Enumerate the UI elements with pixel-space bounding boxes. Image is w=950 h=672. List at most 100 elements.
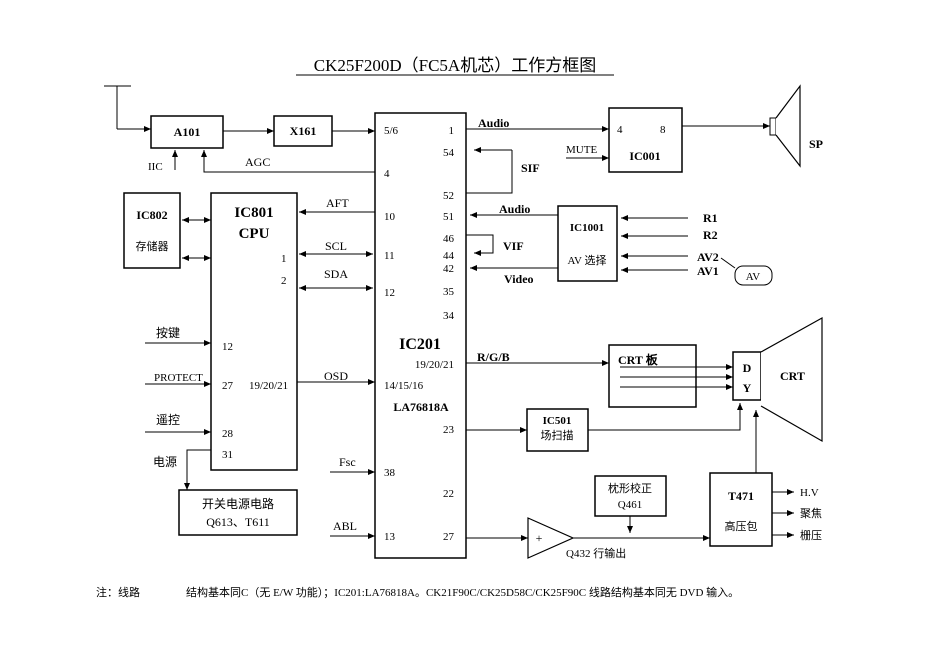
focus-label: 聚焦 bbox=[800, 507, 822, 520]
ic201-pin-27: 27 bbox=[443, 531, 455, 543]
ic801-pin-31: 31 bbox=[222, 449, 233, 461]
ic001-pin-4: 4 bbox=[617, 124, 623, 136]
ic501-sub: 场扫描 bbox=[541, 428, 574, 442]
ic801-name: IC801 bbox=[234, 205, 273, 221]
ic201-pin-10: 10 bbox=[384, 211, 396, 223]
ic201-pin-35: 35 bbox=[443, 286, 455, 298]
note-label: 注：线路 bbox=[96, 585, 140, 599]
ic001-pin-8: 8 bbox=[660, 124, 666, 136]
crt-tube-icon bbox=[760, 316, 823, 443]
ic201-pin-42: 42 bbox=[443, 263, 454, 275]
dy-d: D bbox=[743, 361, 752, 375]
fsc-label: Fsc bbox=[339, 455, 356, 469]
ic801-pin-28: 28 bbox=[222, 428, 234, 440]
ic201-pin-1: 1 bbox=[449, 125, 455, 137]
crt-label: CRT bbox=[780, 369, 805, 383]
ic801-sub: CPU bbox=[239, 226, 270, 242]
power-in-label: 电源 bbox=[153, 455, 177, 469]
pincushion-line2: Q461 bbox=[618, 499, 642, 511]
ic201-pin-14-15-16: 14/15/16 bbox=[384, 380, 424, 392]
sif-loop bbox=[466, 150, 513, 194]
ic801-pin-12: 12 bbox=[222, 341, 233, 353]
screen-label: 栅压 bbox=[800, 528, 822, 542]
video-label: Video bbox=[504, 272, 534, 286]
agc-label: AGC bbox=[245, 155, 270, 169]
ic501-name: IC501 bbox=[543, 415, 572, 427]
ic001-label: IC001 bbox=[629, 149, 660, 163]
mute-label: MUTE bbox=[566, 144, 597, 156]
t471-block bbox=[709, 472, 773, 547]
vif-loop bbox=[466, 234, 494, 256]
ic001-block bbox=[608, 107, 683, 173]
crt-board-label: CRT 板 bbox=[618, 352, 659, 367]
protect-label: PROTECT bbox=[154, 372, 203, 384]
power-supply-line1: 开关电源电路 bbox=[202, 496, 274, 511]
ic501-block bbox=[526, 408, 589, 452]
crt-board-block bbox=[608, 344, 697, 408]
ic201-pin-13: 13 bbox=[384, 531, 396, 543]
q432-amplifier-icon bbox=[527, 517, 575, 559]
ic201-pin-51: 51 bbox=[443, 211, 454, 223]
ic501-to-dy bbox=[588, 403, 743, 431]
a101-block bbox=[150, 115, 224, 149]
ic201-pin-46: 46 bbox=[443, 233, 455, 245]
sda-label: SDA bbox=[324, 267, 348, 281]
ic201-pin-11: 11 bbox=[384, 250, 395, 262]
r2-label: R2 bbox=[703, 228, 718, 242]
ic802-name: IC802 bbox=[136, 208, 167, 222]
ic201-pin-5-6: 5/6 bbox=[384, 125, 399, 137]
ic801-block bbox=[210, 192, 298, 471]
iic-label: IIC bbox=[148, 161, 163, 173]
sp-label: SP bbox=[809, 137, 823, 151]
av-bubble-label: AV bbox=[746, 271, 761, 283]
t471-sub: 高压包 bbox=[725, 519, 758, 533]
ic1001-block bbox=[557, 205, 618, 282]
ic201-block bbox=[374, 112, 467, 559]
ic201-pin-12: 12 bbox=[384, 287, 395, 299]
sif-label: SIF bbox=[521, 161, 540, 175]
audio-out-label: Audio bbox=[478, 116, 509, 130]
ic201-pin-54: 54 bbox=[443, 147, 455, 159]
abl-label: ABL bbox=[333, 519, 357, 533]
ic1001-name: IC1001 bbox=[570, 222, 604, 234]
ic201-name: IC201 bbox=[399, 336, 441, 353]
agc-line bbox=[201, 150, 375, 173]
power-supply-block bbox=[178, 489, 298, 536]
note-text: 结构基本同C（无 E/W 功能）；IC201:LA76818A。CK21F90C… bbox=[186, 585, 739, 599]
ic201-pin-44: 44 bbox=[443, 250, 455, 262]
aft-label: AFT bbox=[326, 196, 349, 210]
av-bubble-pointer bbox=[720, 257, 736, 269]
osd-label: OSD bbox=[324, 369, 348, 383]
ic201-part: LA76818A bbox=[393, 400, 449, 414]
ic801-to-power bbox=[184, 449, 211, 490]
dy-y: Y bbox=[743, 381, 752, 395]
hv-label: H.V bbox=[800, 487, 819, 499]
diagram-title: CK25F200D（FC5A机芯）工作方框图 bbox=[314, 56, 596, 75]
ic802-block bbox=[123, 192, 181, 269]
ic802-sub: 存储器 bbox=[136, 239, 169, 253]
power-supply-line2: Q613、T611 bbox=[206, 515, 270, 529]
a101-label: A101 bbox=[174, 125, 201, 139]
keys-label: 按键 bbox=[156, 326, 180, 340]
av1-label: AV1 bbox=[697, 264, 719, 278]
ic201-pin-19-20-21: 19/20/21 bbox=[415, 359, 454, 371]
ic201-pin-38: 38 bbox=[384, 467, 396, 479]
ic1001-sub: AV 选择 bbox=[567, 253, 606, 267]
dy-block bbox=[732, 351, 762, 401]
ic201-pin-34: 34 bbox=[443, 310, 455, 322]
scl-label: SCL bbox=[325, 239, 347, 253]
ic801-pin-2: 2 bbox=[281, 275, 287, 287]
ic201-pin-4: 4 bbox=[384, 168, 390, 180]
r1-label: R1 bbox=[703, 211, 718, 225]
q432-label: Q432 行输出 bbox=[566, 546, 626, 560]
q432-plus: + bbox=[536, 531, 543, 545]
t471-name: T471 bbox=[728, 489, 754, 503]
audio-in-label: Audio bbox=[499, 202, 530, 216]
ic801-pin-19-20-21: 19/20/21 bbox=[249, 380, 288, 392]
av-bubble bbox=[734, 265, 773, 286]
antenna-icon bbox=[104, 85, 131, 129]
ic201-pin-23: 23 bbox=[443, 424, 455, 436]
ic201-pin-22: 22 bbox=[443, 488, 454, 500]
pincushion-line1: 枕形校正 bbox=[608, 481, 652, 495]
